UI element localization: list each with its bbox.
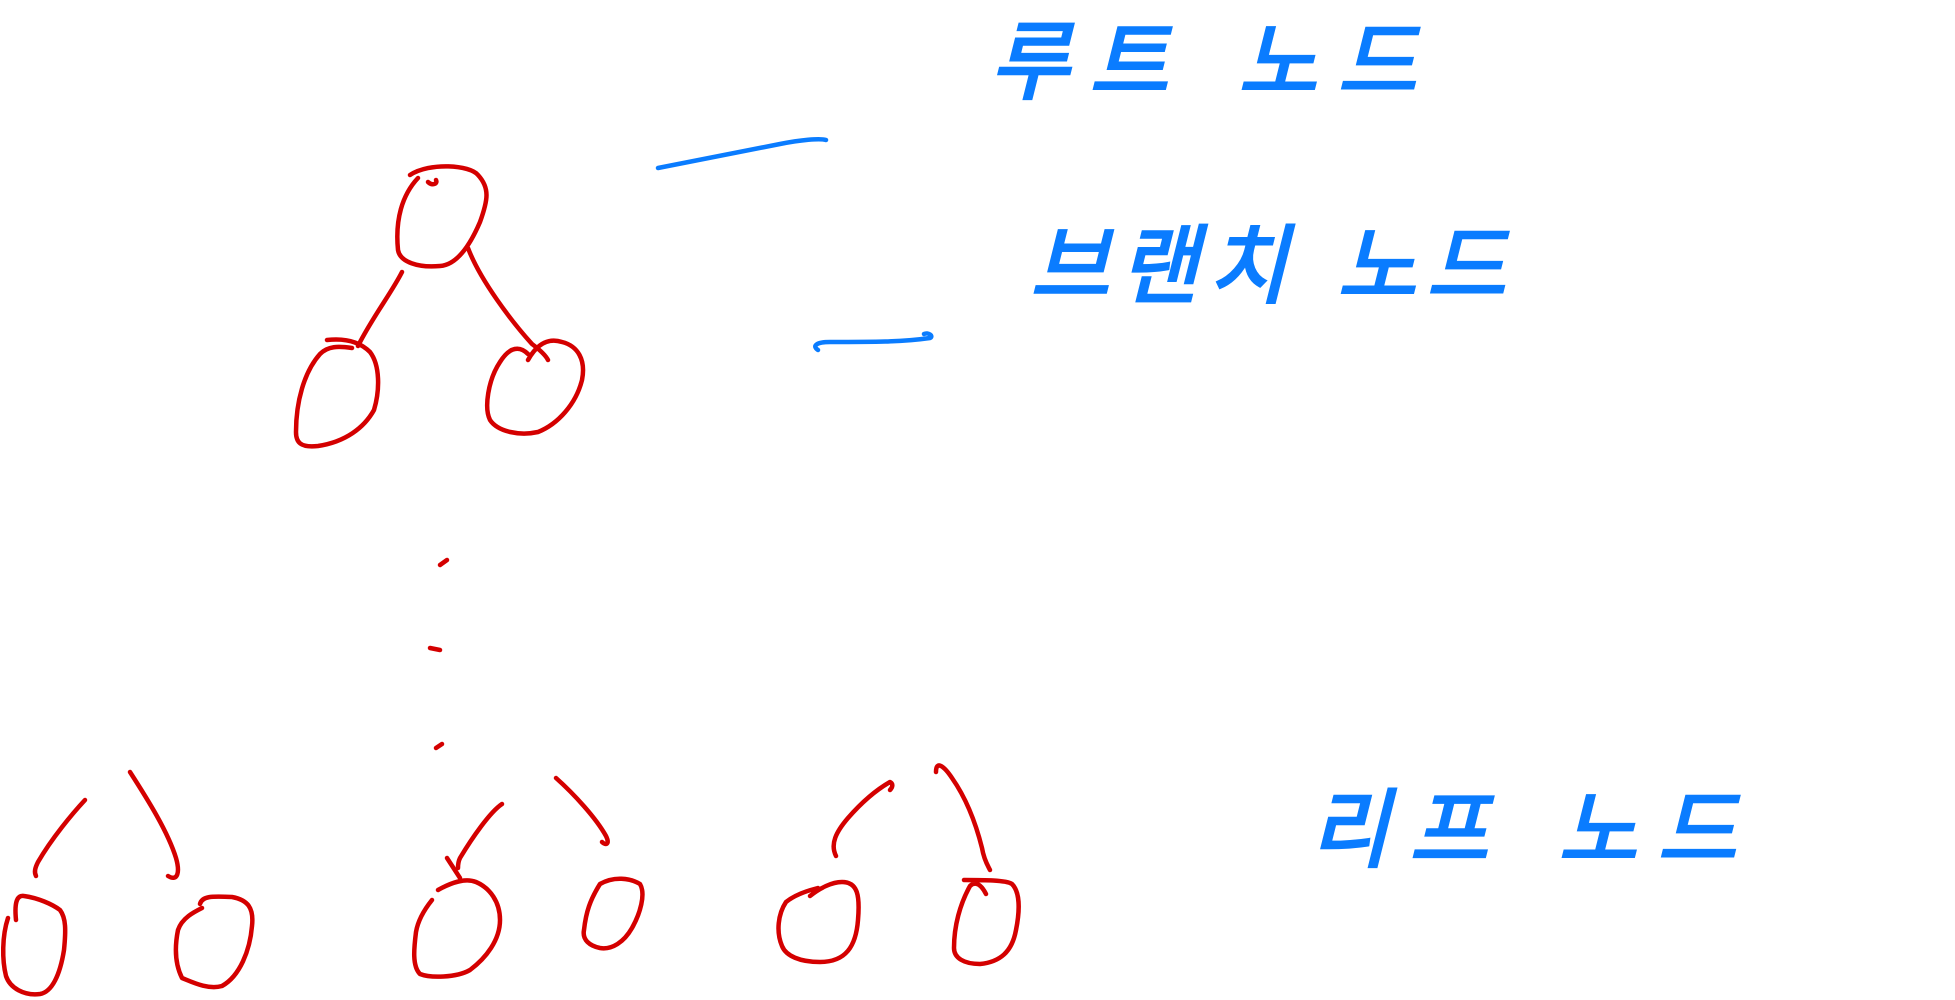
leaf-edge-3a xyxy=(831,779,895,859)
branch-pointer-line xyxy=(813,331,934,353)
leaf-node-2a-tick xyxy=(444,855,463,881)
leaf-node-1a xyxy=(1,893,68,997)
ellipsis-dot-2 xyxy=(427,645,443,653)
root-node xyxy=(395,164,489,269)
tree-diagram xyxy=(1,164,1021,997)
leaf-node-3b xyxy=(951,877,1021,967)
leaf-edge-3b xyxy=(933,763,993,873)
leaf-node-2a xyxy=(412,878,503,979)
root-node-tick xyxy=(425,177,439,187)
root-pointer-line xyxy=(655,136,829,171)
leaf-node-3a xyxy=(776,879,861,965)
annotation-strokes xyxy=(655,136,934,353)
ellipsis-dot-3 xyxy=(433,741,445,751)
leaf-node-2b xyxy=(581,876,645,951)
ellipsis-dot-1 xyxy=(437,557,450,568)
leaf-edge-2b xyxy=(553,775,610,847)
leaf-edge-2a xyxy=(455,801,505,871)
edge-root-right xyxy=(465,245,551,363)
label-leaf-node: 리프 노드 xyxy=(1310,781,1757,881)
leaf-node-1b xyxy=(173,894,255,990)
left-child-node xyxy=(293,337,381,449)
right-child-node xyxy=(485,338,586,436)
label-root-node: 루트 노드 xyxy=(990,13,1437,113)
edge-root-left xyxy=(355,269,405,349)
label-branch-node: 브랜치 노드 xyxy=(1030,217,1516,317)
leaf-edge-1a xyxy=(32,797,88,879)
leaf-edge-1b xyxy=(127,769,181,880)
